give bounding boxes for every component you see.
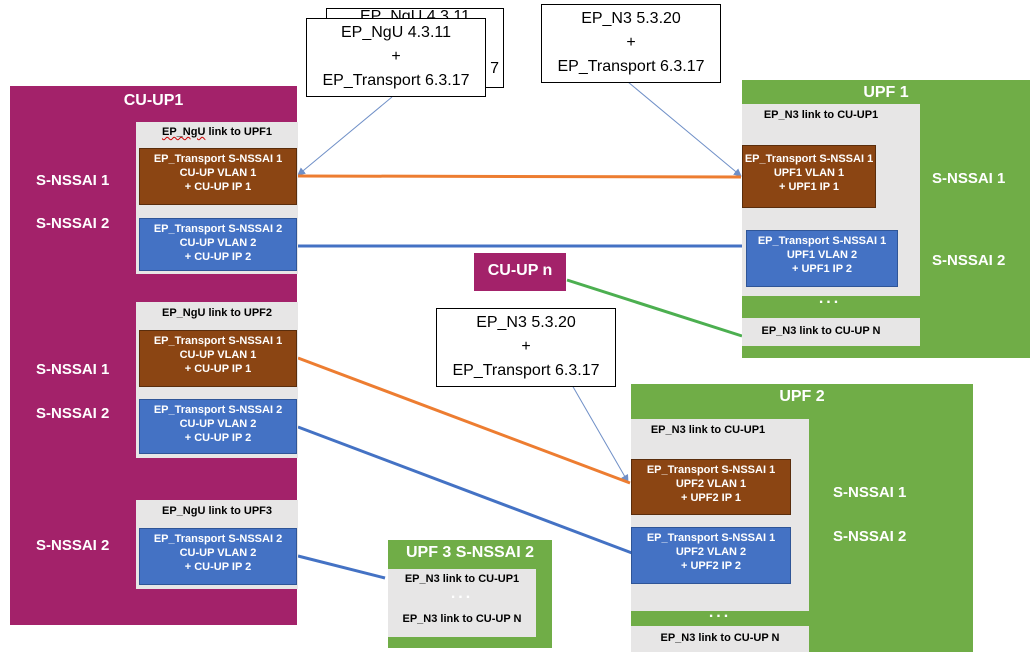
n3-top-note-pointer: [627, 81, 742, 177]
upf1-snssai-label: S-NSSAI 2: [932, 252, 1006, 269]
ngu-note-pointer: [297, 96, 393, 176]
upf2-snssai1-cell: EP_Transport S-NSSAI 1 UPF2 VLAN 1 + UPF…: [631, 459, 791, 515]
group-footer: EP_N3 link to CU-UP N: [402, 613, 522, 625]
cu-up-n-title: CU-UP n: [487, 262, 553, 279]
cell-line: CU-UP VLAN 2: [179, 237, 257, 249]
cell-line: EP_Transport S-NSSAI 1: [757, 235, 887, 247]
link-cuup-n-upf1: [566, 278, 743, 338]
n3-mid-note: EP_N3 5.3.20 + EP_Transport 6.3.17: [436, 308, 616, 387]
upf1-snssai-label: S-NSSAI 1: [932, 170, 1006, 187]
link-cuup1-upf2-snssai1: [297, 356, 631, 485]
cu-up1-upf1-snssai2-cell: EP_Transport S-NSSAI 2 CU-UP VLAN 2 + CU…: [139, 218, 297, 271]
note-line: EP_N3 5.3.20: [476, 314, 576, 331]
ngu-note: EP_NgU 4.3.11 + EP_Transport 6.3.17: [306, 18, 486, 97]
note-line: EP_N3 5.3.20: [581, 10, 681, 27]
upf1-more-dots: ...: [818, 290, 842, 307]
cell-line: + CU-UP IP 2: [184, 251, 252, 263]
cell-line: EP_Transport S-NSSAI 1: [646, 532, 776, 544]
cu-up1-upf2-snssai1-cell: EP_Transport S-NSSAI 1 CU-UP VLAN 1 + CU…: [139, 330, 297, 387]
cell-line: + UPF1 IP 2: [791, 263, 853, 275]
cell-line: EP_Transport S-NSSAI 1: [744, 153, 874, 165]
cu-up1-snssai-label: S-NSSAI 2: [36, 215, 110, 232]
group-footer: EP_N3 link to CU-UP N: [660, 632, 780, 644]
cu-up1-snssai-label: S-NSSAI 2: [36, 537, 110, 554]
upf3-n3-cuup1-group: EP_N3 link to CU-UP1 ... EP_N3 link to C…: [388, 569, 536, 637]
note-line: +: [626, 34, 636, 51]
cell-line: CU-UP VLAN 1: [179, 349, 257, 361]
note-line: EP_Transport 6.3.17: [452, 362, 600, 379]
cell-line: UPF1 VLAN 2: [786, 249, 858, 261]
group-header: EP_NgU link to UPF1: [161, 126, 273, 138]
note-line: EP_Transport 6.3.17: [557, 58, 705, 75]
upf1-title: UPF 1: [863, 84, 909, 101]
cell-line: UPF2 VLAN 1: [675, 478, 747, 490]
upf1-snssai1-cell: EP_Transport S-NSSAI 1 UPF1 VLAN 1 + UPF…: [742, 145, 876, 208]
upf2-snssai2-cell: EP_Transport S-NSSAI 1 UPF2 VLAN 2 + UPF…: [631, 527, 791, 584]
cell-line: EP_Transport S-NSSAI 2: [153, 533, 283, 545]
n3-top-note: EP_N3 5.3.20 + EP_Transport 6.3.17: [541, 4, 721, 83]
upf2-n3-cuup-n-group: EP_N3 link to CU-UP N: [631, 626, 809, 652]
upf2-snssai-label: S-NSSAI 2: [833, 528, 907, 545]
n3-mid-note-pointer: [571, 384, 629, 483]
upf3-title: UPF 3 S-NSSAI 2: [405, 544, 535, 561]
group-header: EP_N3 link to CU-UP1: [650, 424, 766, 436]
group-header: EP_N3 link to CU-UP1: [404, 573, 520, 585]
cell-line: + CU-UP IP 1: [184, 181, 252, 193]
group-header: EP_NgU link to UPF2: [161, 307, 273, 319]
group-header: EP_NgU link to UPF3: [161, 505, 273, 517]
cell-line: + CU-UP IP 2: [184, 432, 252, 444]
cell-line: EP_Transport S-NSSAI 1: [153, 335, 283, 347]
link-cuup1-upf3-snssai2: [297, 554, 386, 580]
cu-up1-snssai-label: S-NSSAI 1: [36, 172, 110, 189]
group-header: EP_N3 link to CU-UP1: [763, 109, 879, 121]
cell-line: EP_Transport S-NSSAI 2: [153, 404, 283, 416]
cell-line: + UPF1 IP 1: [778, 181, 840, 193]
note-line: +: [391, 48, 401, 65]
upf2-more-dots: ...: [708, 604, 732, 621]
cell-line: EP_Transport S-NSSAI 1: [646, 464, 776, 476]
upf2-title: UPF 2: [779, 388, 825, 405]
cu-up1-upf3-snssai2-cell: EP_Transport S-NSSAI 2 CU-UP VLAN 2 + CU…: [139, 528, 297, 585]
cu-up1-snssai-label: S-NSSAI 2: [36, 405, 110, 422]
link-cuup1-upf2-snssai2: [297, 425, 633, 555]
link-cuup1-upf1-snssai1: [297, 174, 742, 179]
cell-line: EP_Transport S-NSSAI 1: [153, 153, 283, 165]
cu-up1-title: CU-UP1: [123, 92, 184, 109]
upf3-more-dots: ...: [450, 585, 474, 602]
cell-line: + UPF2 IP 2: [680, 560, 742, 572]
note-line: +: [521, 338, 531, 355]
group-footer: EP_N3 link to CU-UP N: [761, 325, 881, 337]
cell-line: CU-UP VLAN 2: [179, 547, 257, 559]
cell-line: + CU-UP IP 1: [184, 363, 252, 375]
note-line: 7: [490, 60, 499, 77]
note-line: EP_Transport 6.3.17: [322, 72, 470, 89]
cell-line: UPF1 VLAN 1: [773, 167, 845, 179]
cu-up-n-node: CU-UP n: [474, 253, 566, 291]
upf2-snssai-label: S-NSSAI 1: [833, 484, 907, 501]
cu-up1-upf2-snssai2-cell: EP_Transport S-NSSAI 2 CU-UP VLAN 2 + CU…: [139, 399, 297, 454]
cu-up1-upf1-snssai1-cell: EP_Transport S-NSSAI 1 CU-UP VLAN 1 + CU…: [139, 148, 297, 205]
cell-line: + UPF2 IP 1: [680, 492, 742, 504]
cell-line: UPF2 VLAN 2: [675, 546, 747, 558]
cell-line: EP_Transport S-NSSAI 2: [153, 223, 283, 235]
cell-line: CU-UP VLAN 1: [179, 167, 257, 179]
upf1-n3-cuup-n-group: EP_N3 link to CU-UP N: [742, 318, 920, 346]
cell-line: + CU-UP IP 2: [184, 561, 252, 573]
cu-up1-snssai-label: S-NSSAI 1: [36, 361, 110, 378]
cell-line: CU-UP VLAN 2: [179, 418, 257, 430]
upf1-snssai2-cell: EP_Transport S-NSSAI 1 UPF1 VLAN 2 + UPF…: [746, 230, 898, 287]
note-line: EP_NgU 4.3.11: [341, 24, 451, 41]
